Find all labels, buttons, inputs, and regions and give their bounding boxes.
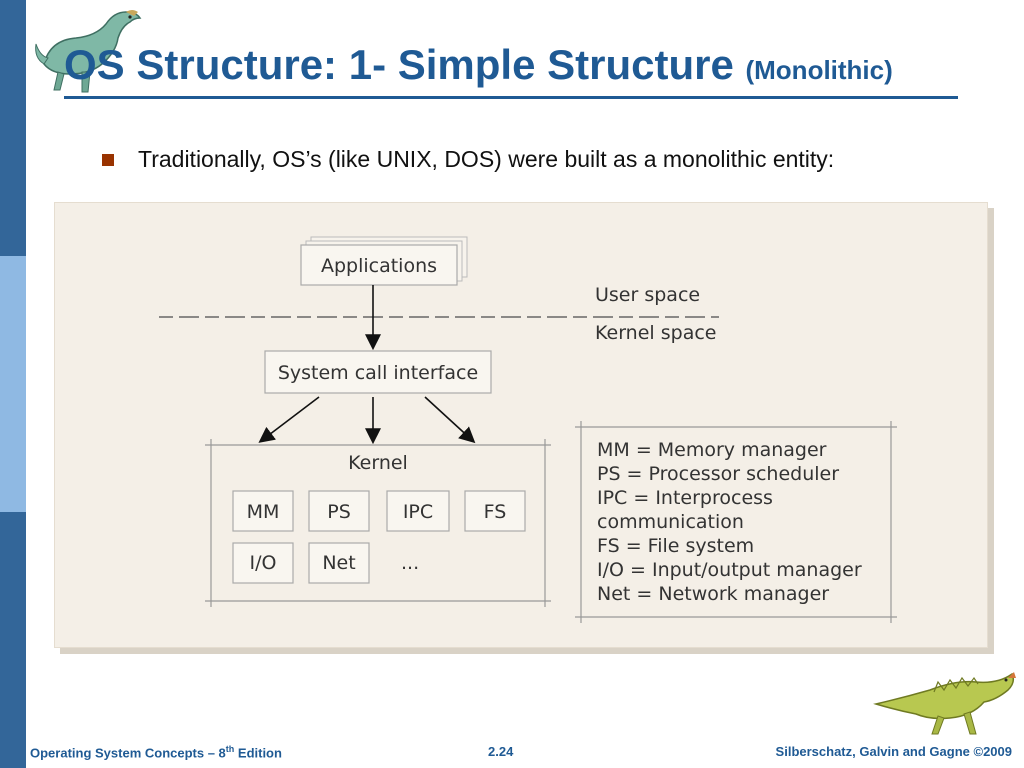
dinosaur-icon [35, 10, 142, 93]
legend-line: PS = Processor scheduler [597, 463, 839, 485]
module-label: I/O [250, 552, 277, 574]
kernel-label: Kernel [348, 452, 408, 474]
dinosaur-icon [873, 672, 1016, 735]
footer-left-sup: th [225, 744, 235, 754]
module-mm: MM [232, 490, 294, 532]
applications-label: Applications [321, 255, 437, 277]
diagram-canvas: Applications User space Kernel space Sys… [159, 236, 897, 623]
module-label: Net [322, 552, 355, 574]
slide-title: OS Structure: 1- Simple Structure (Monol… [64, 40, 893, 90]
module-fs: FS [464, 490, 526, 532]
legend-line: communication [597, 511, 744, 533]
applications-box: Applications [300, 236, 468, 286]
arrow-syscall-to-kernel-right [424, 396, 476, 444]
kernel-box: Kernel [205, 439, 551, 607]
syscall-interface-box: System call interface [264, 350, 492, 394]
kernel-space-label: Kernel space [595, 322, 716, 344]
left-accent-bar [0, 0, 26, 768]
module-ipc: IPC [386, 490, 450, 532]
title-subtitle: (Monolithic) [745, 55, 893, 85]
legend-line: FS = File system [597, 535, 754, 557]
legend-line: I/O = Input/output manager [597, 559, 862, 581]
footer-left-suffix: Edition [234, 745, 282, 761]
module-ellipsis: ... [401, 552, 419, 574]
left-bar-segment [0, 512, 26, 768]
bullet-text: Traditionally, OS’s (like UNIX, DOS) wer… [138, 146, 835, 172]
user-space-label: User space [595, 284, 700, 306]
left-bar-segment [0, 0, 26, 256]
legend-line: IPC = Interprocess [597, 487, 773, 509]
footer-book-title: Operating System Concepts – 8th Edition [30, 744, 282, 760]
module-io: I/O [232, 542, 294, 584]
arrow-syscall-to-kernel-left [258, 396, 320, 443]
left-bar-segment [0, 256, 26, 512]
footer-page-number: 2.24 [488, 744, 514, 759]
title-main: OS Structure: 1- Simple Structure [64, 41, 734, 88]
module-label: IPC [403, 501, 433, 523]
module-label: PS [327, 501, 351, 523]
footer-copyright: Silberschatz, Galvin and Gagne ©2009 [775, 744, 1012, 759]
title-underline [64, 96, 958, 99]
bullet-square-icon [102, 154, 114, 166]
module-ps: PS [308, 490, 370, 532]
module-label: MM [247, 501, 280, 523]
legend-box: MM = Memory manager PS = Processor sched… [575, 421, 897, 623]
monolithic-diagram: Applications User space Kernel space Sys… [54, 202, 988, 648]
module-label: FS [484, 501, 507, 523]
legend-line: MM = Memory manager [597, 439, 827, 461]
module-net: Net [308, 542, 370, 584]
footer-left-text: Operating System Concepts – 8 [30, 745, 226, 761]
syscall-label: System call interface [278, 362, 478, 384]
legend-line: Net = Network manager [597, 583, 829, 605]
